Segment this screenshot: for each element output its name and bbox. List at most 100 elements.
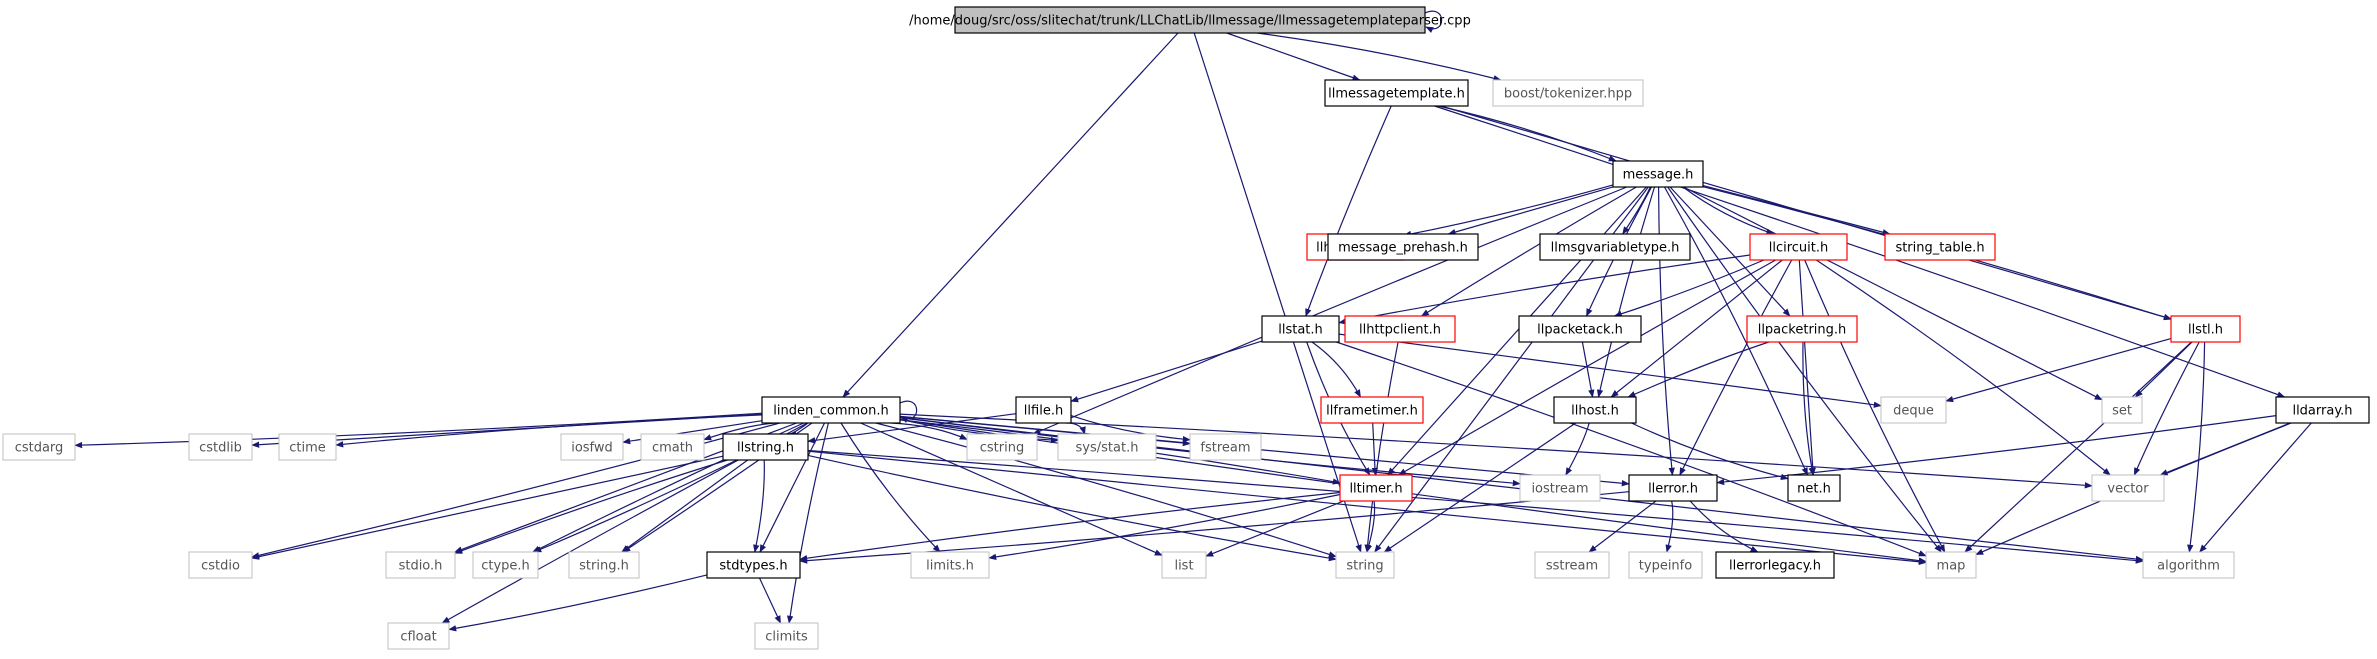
node-list: list [1161, 551, 1207, 579]
node-box [385, 551, 456, 579]
edge-llstl_h-to-algorithm [2187, 341, 2206, 553]
node-message-prehash-h[interactable]: message_prehash.h [1327, 233, 1479, 261]
node-llhttpclient-h[interactable]: llhttpclient.h [1344, 315, 1456, 343]
edge-llstring_h-to-algorithm [807, 449, 2144, 564]
node-llpacketack-h[interactable]: llpacketack.h [1518, 315, 1642, 343]
edge-message_h-to-llcircuit_h [1682, 186, 1775, 235]
edge-llhost_h-to-iostream [1565, 422, 1590, 476]
node-stdtypes-h[interactable]: stdtypes.h [706, 551, 801, 579]
node-label: net.h [1797, 482, 1831, 497]
node-label: cstdarg [15, 441, 64, 456]
node-label: llmessagetemplate.h [1328, 87, 1465, 102]
node-llerror-h[interactable]: llerror.h [1628, 474, 1718, 502]
edge-linden_common_h-to-map [899, 418, 1927, 564]
node-label: iostream [1531, 482, 1588, 497]
node-linden-common-h[interactable]: linden_common.h [761, 396, 901, 424]
edge-llmessagetemplate_h-to-lldarray_h [1434, 105, 2286, 398]
node-string-table-h[interactable]: string_table.h [1884, 233, 1996, 261]
node-box [1612, 160, 1704, 188]
node-box [706, 551, 801, 579]
node-lldarray-h[interactable]: lldarray.h [2275, 396, 2370, 424]
node-lltimer-h[interactable]: lltimer.h [1339, 474, 1413, 502]
node-label: string.h [579, 559, 629, 574]
node-llhost-h[interactable]: llhost.h [1553, 396, 1637, 424]
edge-message_h-to-map [1667, 186, 1942, 553]
node-box [1539, 233, 1691, 261]
node-llmessagetemplate-h[interactable]: llmessagetemplate.h [1324, 79, 1469, 107]
node-string-h: string.h [568, 551, 640, 579]
edge-llstring_h-to-ctype_h [533, 459, 738, 553]
edge-lltimer_h-to-list [1205, 500, 1344, 557]
edge-message_h-to-llhttpnode_h [1403, 184, 1614, 238]
node-llstl-h[interactable]: llstl.h [2170, 315, 2241, 343]
node-llstat-h[interactable]: llstat.h [1261, 315, 1340, 343]
edge-linden_common_h-to-cstdarg [74, 412, 763, 449]
edge-llstring_h-to-stdio_h [454, 459, 728, 554]
edge-root-to-boost_tokenizer [1257, 32, 1502, 82]
node-box [1161, 551, 1207, 579]
node-box [1749, 233, 1848, 261]
edge-lltimer_h-to-limits_h [988, 493, 1341, 561]
node-llmsgvariabletype-h[interactable]: llmsgvariabletype.h [1539, 233, 1691, 261]
node-label: cmath [652, 441, 693, 456]
edge-linden_common_h-to-limits_h [840, 422, 941, 553]
node-label: /home/doug/src/oss/slitechat/trunk/LLCha… [909, 14, 1471, 29]
node-llframetimer-h[interactable]: llframetimer.h [1320, 396, 1424, 424]
node-label: llframetimer.h [1326, 404, 1418, 419]
node-llerrorlegacy-h[interactable]: llerrorlegacy.h [1715, 551, 1835, 579]
node-cmath: cmath [640, 433, 705, 461]
node-net-h[interactable]: net.h [1787, 474, 1841, 502]
node-box [560, 433, 624, 461]
edge-llstat_h-to-map [1336, 341, 1927, 557]
edge-llmessagetemplate_h-to-llstat_h [1305, 105, 1392, 317]
node-box [2142, 551, 2235, 579]
edge-llhost_h-to-net_h [1631, 422, 1789, 480]
node-box [1057, 433, 1157, 461]
dependency-nodes: /home/doug/src/oss/slitechat/trunk/LLCha… [2, 6, 2370, 650]
edge-llstat_h-to-llframetimer_h [1311, 341, 1362, 398]
edge-llstl_h-to-deque [1945, 338, 2172, 403]
edge-llhost_h-to-string [1383, 422, 1577, 553]
node-sys-stat-h: sys/stat.h [1057, 433, 1157, 461]
edge-linden_common_h-to-sys_stat_h [899, 418, 1059, 444]
node-label: limits.h [926, 559, 974, 574]
node-box [2170, 315, 2241, 343]
node-box [188, 433, 253, 461]
node-box [1492, 79, 1644, 107]
node-root[interactable]: /home/doug/src/oss/slitechat/trunk/LLCha… [909, 6, 1471, 34]
node-box [1335, 551, 1395, 579]
node-llstring-h[interactable]: llstring.h [722, 433, 809, 461]
node-llcircuit-h[interactable]: llcircuit.h [1749, 233, 1848, 261]
node-label: llstat.h [1278, 323, 1323, 338]
edge-root-to-root [1424, 10, 1443, 33]
node-deque: deque [1880, 396, 1947, 424]
node-label: boost/tokenizer.hpp [1504, 87, 1632, 102]
node-label: lltimer.h [1349, 482, 1402, 497]
node-message-h[interactable]: message.h [1612, 160, 1704, 188]
edge-llstl_h-to-vector [2133, 341, 2200, 476]
node-algorithm: algorithm [2142, 551, 2235, 579]
edge-linden_common_h-to-list [860, 422, 1163, 556]
edge-linden_common_h-to-climits [786, 422, 829, 624]
edge-message_h-to-net_h [1663, 186, 1809, 476]
node-boost-tokenizer: boost/tokenizer.hpp [1492, 79, 1644, 107]
edge-lldarray_h-to-llerror_h [1716, 415, 2277, 486]
node-box [1534, 551, 1610, 579]
node-box [1628, 474, 1718, 502]
node-llfile-h[interactable]: llfile.h [1015, 396, 1072, 424]
edge-linden_common_h-to-llerror_h [899, 415, 1630, 487]
node-label: llstring.h [737, 441, 794, 456]
edge-linden_common_h-to-cstdio [251, 422, 780, 559]
node-box [722, 433, 809, 461]
edge-message_h-to-message_prehash_h [1447, 186, 1614, 236]
node-box [754, 622, 819, 650]
node-llpacketring-h[interactable]: llpacketring.h [1746, 315, 1858, 343]
edge-llframetimer_h-to-lltimer_h [1371, 422, 1379, 476]
node-sstream: sstream [1534, 551, 1610, 579]
node-label: message.h [1623, 168, 1694, 183]
node-label: deque [1893, 404, 1934, 419]
edge-llstl_h-to-set [2134, 341, 2193, 398]
edge-lldarray_h-to-algorithm [2199, 422, 2312, 553]
node-box [910, 551, 990, 579]
edge-llpacketring_h-to-net_h [1802, 341, 1815, 476]
